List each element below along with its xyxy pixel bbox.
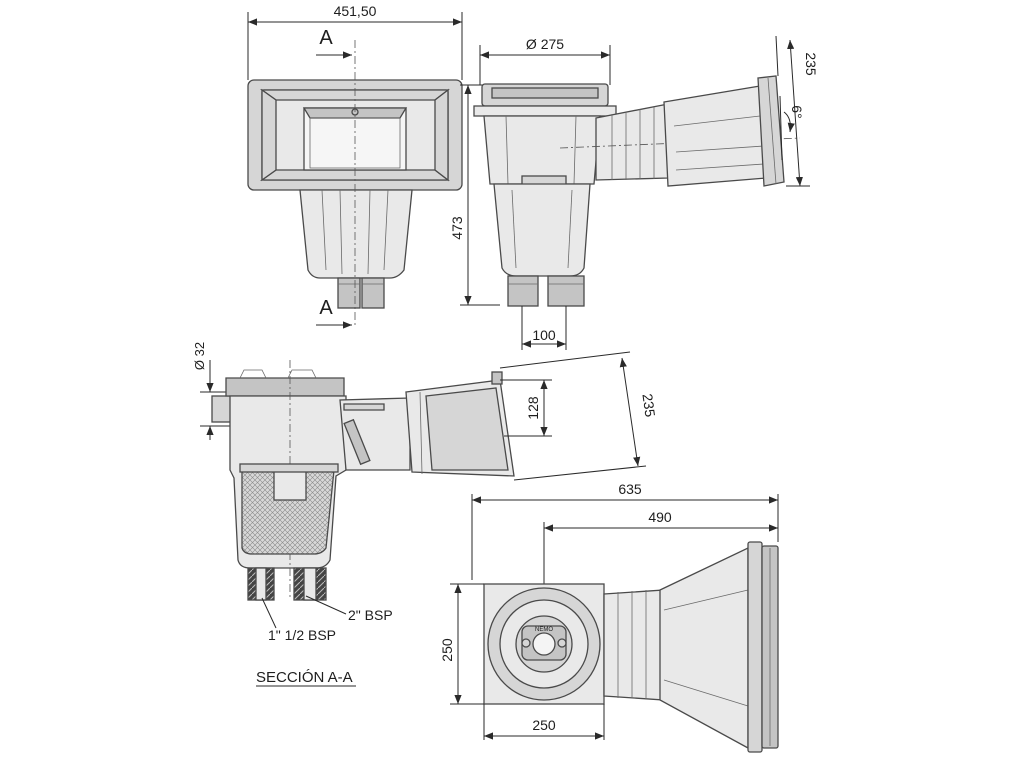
dim-width-plan: 250 [532, 717, 556, 733]
dim-length-body: 490 [648, 509, 672, 525]
dim-flange-height: 235 [803, 52, 819, 76]
dim-length-total: 635 [618, 481, 642, 497]
logo-text: NEMO [535, 627, 553, 633]
section-mark-top: A [319, 27, 333, 49]
dim-angle: 6° [789, 105, 805, 118]
dim-mouth-outer: 235 [639, 393, 658, 419]
dim-diameter-top: Ø 275 [526, 36, 564, 52]
section-mark-bottom: A [319, 297, 333, 319]
section-title: SECCIÓN A-A [256, 669, 353, 686]
thread-label-large: 2" BSP [348, 607, 393, 623]
side-view: Ø 275 473 100 [449, 35, 819, 350]
plan-view: 635 490 NEMO 250 250 [439, 481, 779, 753]
front-view: 451,50 A A [247, 3, 463, 329]
dim-depth-plan: 250 [439, 638, 455, 662]
dim-outlet-spacing: 100 [532, 327, 556, 343]
section-view: Ø 32 128 235 [192, 342, 659, 687]
dim-width-front: 451,50 [334, 3, 377, 19]
thread-label-small: 1" 1/2 BSP [268, 627, 336, 643]
dim-height-side: 473 [449, 216, 465, 240]
dim-mouth-inner: 128 [525, 396, 541, 420]
dim-pipe-diameter: Ø 32 [192, 342, 207, 370]
